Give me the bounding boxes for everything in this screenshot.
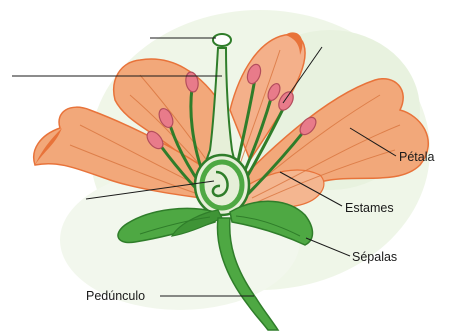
label-estames: Estames [345,201,394,215]
label-petala: Pétala [399,150,434,164]
label-pedunculo: Pedúnculo [86,289,145,303]
label-sepalas: Sépalas [352,250,397,264]
